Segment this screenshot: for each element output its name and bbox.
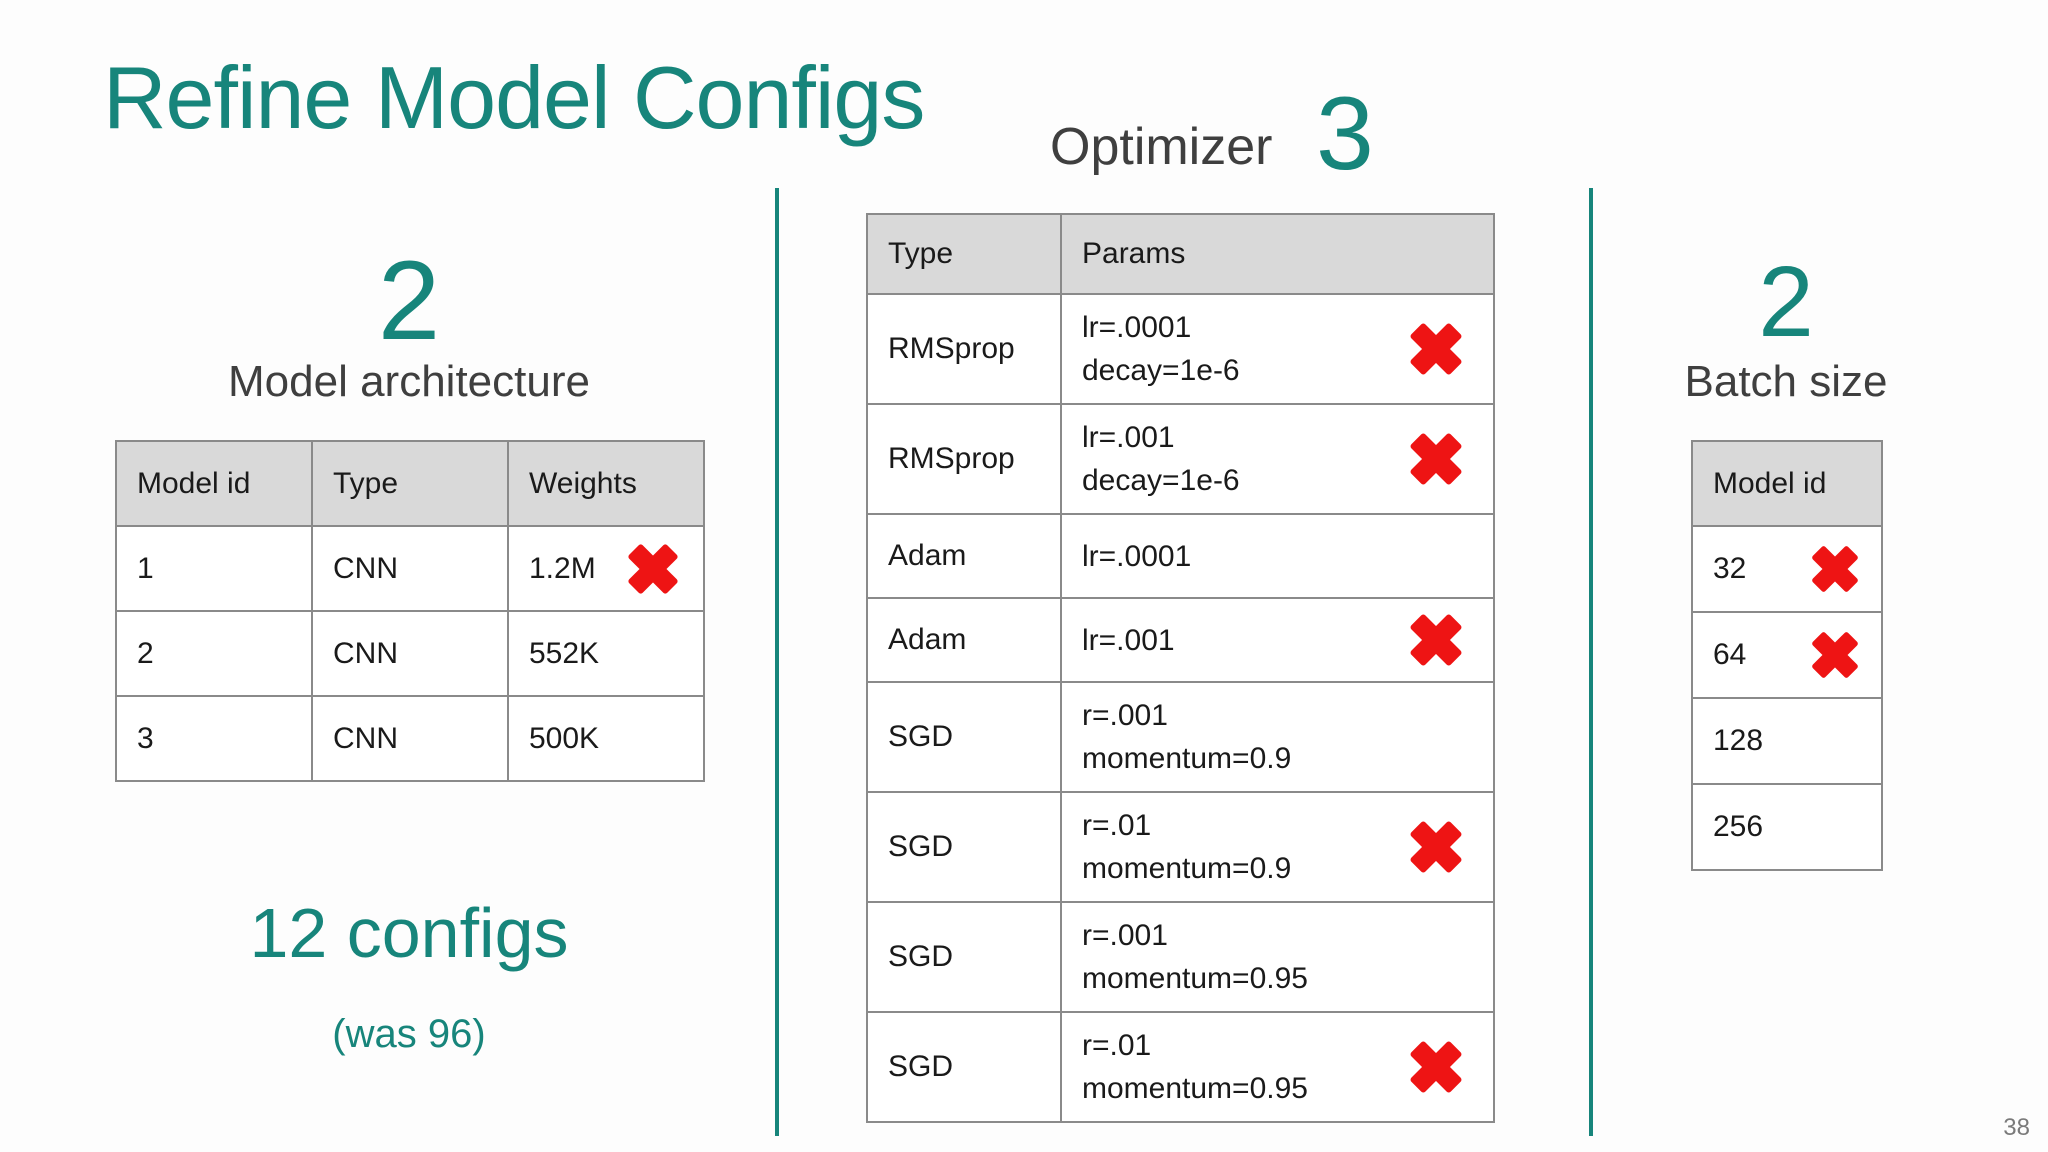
param-line-2: decay=1e-6 [1082, 464, 1240, 497]
cell-weights: 1.2M [507, 525, 705, 612]
cell-type: CNN [311, 695, 509, 782]
cell-batch-value: 64 [1691, 611, 1883, 699]
table-row: SGD r=.001 momentum=0.95 [866, 901, 1495, 1013]
model-architecture-count: 2 [377, 238, 441, 363]
table-row: SGD r=.01 momentum=0.95 [866, 1011, 1495, 1123]
batch-size-count: 2 [1758, 246, 1814, 358]
cell-type: Adam [866, 597, 1062, 683]
cell-type: SGD [866, 901, 1062, 1013]
param-line-1: r=.001 [1082, 699, 1168, 732]
cell-params: r=.01 momentum=0.95 [1060, 1011, 1495, 1123]
cell-model-id: 2 [115, 610, 313, 697]
batch-value: 32 [1713, 552, 1747, 585]
table-row: Adam lr=.001 [866, 597, 1495, 683]
table-row: 64 [1691, 611, 1883, 699]
optimizer-count: 3 [1316, 76, 1374, 192]
section-divider [1589, 188, 1593, 1136]
param-line-2: decay=1e-6 [1082, 354, 1240, 387]
table-header-row: Type Params [866, 213, 1495, 295]
cell-params: lr=.001 decay=1e-6 [1060, 403, 1495, 515]
cell-type: RMSprop [866, 403, 1062, 515]
rejected-x-icon [1809, 629, 1861, 681]
optimizer-heading: Optimizer [1050, 118, 1273, 176]
table-row: RMSprop lr=.0001 decay=1e-6 [866, 293, 1495, 405]
weights-value: 1.2M [529, 551, 596, 585]
table-row: 2 CNN 552K [115, 610, 705, 697]
table-row: 128 [1691, 697, 1883, 785]
weights-value: 552K [529, 636, 600, 670]
header-type: Type [866, 213, 1062, 295]
batch-size-heading: Batch size [1684, 357, 1888, 406]
table-row: Adam lr=.0001 [866, 513, 1495, 599]
configs-summary: 12 configs [249, 894, 569, 972]
section-divider [775, 188, 779, 1136]
model-architecture-heading: Model architecture [228, 357, 590, 406]
cell-batch-value: 32 [1691, 525, 1883, 613]
cell-type: SGD [866, 791, 1062, 903]
cell-batch-value: 256 [1691, 783, 1883, 871]
rejected-x-icon [1407, 611, 1465, 669]
cell-model-id: 3 [115, 695, 313, 782]
rejected-x-icon [1407, 1038, 1465, 1096]
cell-type: SGD [866, 681, 1062, 793]
batch-value: 128 [1713, 724, 1764, 757]
batch-value: 256 [1713, 810, 1764, 843]
weights-value: 500K [529, 721, 600, 755]
param-line-1: lr=.0001 [1082, 311, 1192, 344]
param-line-1: lr=.001 [1082, 421, 1175, 454]
table-header-row: Model id [1691, 440, 1883, 527]
page-title: Refine Model Configs [103, 48, 925, 147]
cell-params: r=.001 momentum=0.9 [1060, 681, 1495, 793]
cell-params: lr=.0001 [1060, 513, 1495, 599]
table-row: 1 CNN 1.2M [115, 525, 705, 612]
rejected-x-icon [1809, 543, 1861, 595]
header-model-id: Model id [1691, 440, 1883, 527]
header-model-id: Model id [115, 440, 313, 527]
page-number: 38 [2003, 1114, 2030, 1141]
cell-params: lr=.001 [1060, 597, 1495, 683]
cell-batch-value: 128 [1691, 697, 1883, 785]
batch-value: 64 [1713, 638, 1747, 671]
param-line-1: r=.01 [1082, 809, 1152, 842]
param-line-2: momentum=0.95 [1082, 962, 1308, 995]
param-line-2: momentum=0.95 [1082, 1072, 1308, 1105]
cell-type: SGD [866, 1011, 1062, 1123]
table-row: 3 CNN 500K [115, 695, 705, 782]
param-line-2: momentum=0.9 [1082, 852, 1292, 885]
param-line-1: lr=.001 [1082, 623, 1175, 657]
cell-params: r=.001 momentum=0.95 [1060, 901, 1495, 1013]
param-line-2: momentum=0.9 [1082, 742, 1292, 775]
param-line-1: lr=.0001 [1082, 539, 1192, 573]
cell-model-id: 1 [115, 525, 313, 612]
batch-size-table: Model id 32 64 128 [1691, 440, 1883, 871]
header-params: Params [1060, 213, 1495, 295]
table-row: 32 [1691, 525, 1883, 613]
param-line-1: r=.01 [1082, 1029, 1152, 1062]
cell-type: CNN [311, 525, 509, 612]
rejected-x-icon [1407, 430, 1465, 488]
model-architecture-table: Model id Type Weights 1 CNN 1.2M 2 CNN 5… [115, 440, 705, 782]
cell-weights: 552K [507, 610, 705, 697]
table-row: RMSprop lr=.001 decay=1e-6 [866, 403, 1495, 515]
cell-params: lr=.0001 decay=1e-6 [1060, 293, 1495, 405]
table-row: SGD r=.01 momentum=0.9 [866, 791, 1495, 903]
configs-summary-note: (was 96) [332, 1012, 486, 1056]
cell-type: RMSprop [866, 293, 1062, 405]
table-row: 256 [1691, 783, 1883, 871]
param-line-1: r=.001 [1082, 919, 1168, 952]
header-weights: Weights [507, 440, 705, 527]
rejected-x-icon [1407, 320, 1465, 378]
cell-weights: 500K [507, 695, 705, 782]
cell-type: Adam [866, 513, 1062, 599]
table-header-row: Model id Type Weights [115, 440, 705, 527]
optimizer-table: Type Params RMSprop lr=.0001 decay=1e-6 … [866, 213, 1495, 1123]
rejected-x-icon [1407, 818, 1465, 876]
cell-params: r=.01 momentum=0.9 [1060, 791, 1495, 903]
rejected-x-icon [625, 541, 681, 597]
cell-type: CNN [311, 610, 509, 697]
header-type: Type [311, 440, 509, 527]
table-row: SGD r=.001 momentum=0.9 [866, 681, 1495, 793]
